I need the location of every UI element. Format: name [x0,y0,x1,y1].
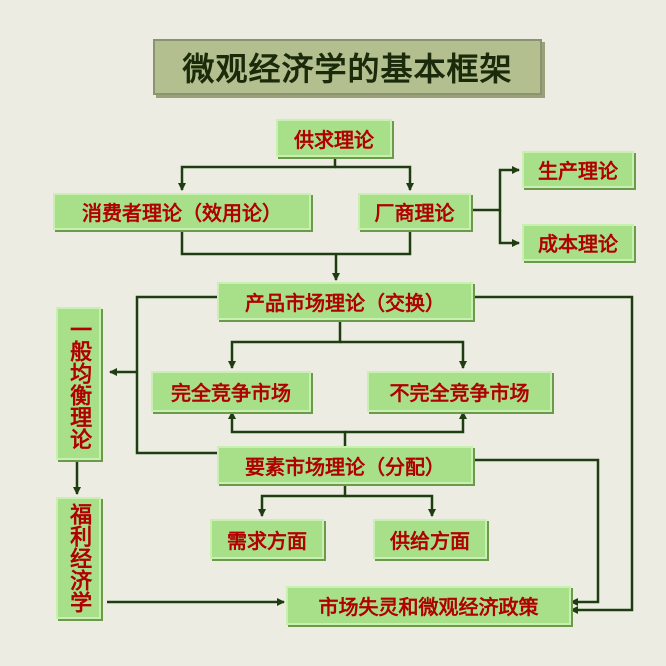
arrow-product-to-perfect [228,320,342,369]
box-product-market: 产品市场理论（交换） [217,282,473,320]
arrow-product-to-failure [473,295,634,614]
arrow-supply-to-consumer [178,157,337,191]
arrow-factor-to-supply [345,494,436,517]
arrow-product-to-imperfect [340,340,467,369]
box-cost-theory: 成本理论 [522,224,634,261]
arrow-factor-to-perfect [228,411,347,446]
arrow-supply-to-firm [335,165,414,191]
arrow-factor-to-imperfect [345,411,467,434]
page-title: 微观经济学的基本框架 [153,39,542,95]
box-imperfect-competition: 不完全竞争市场 [367,371,552,412]
box-production-theory: 生产理论 [522,151,634,188]
arrow-firm-to-production [471,166,520,212]
box-welfare-economics: 福利经济学 [56,497,101,619]
box-supply-demand: 供求理论 [276,119,392,157]
line-consumer-down [180,230,412,256]
box-perfect-competition: 完全竞争市场 [151,371,311,412]
arrow-factor-to-failure [473,458,600,606]
box-consumer-theory: 消费者理论（效用论） [53,193,311,230]
box-demand-side: 需求方面 [210,519,324,559]
box-firm-theory: 厂商理论 [358,193,471,230]
arrow-firm-to-cost [498,210,520,247]
line-product-left [135,295,217,455]
box-general-equilibrium: 一般均衡理论 [56,307,101,460]
arrow-factor-to-demand [258,484,347,517]
box-market-failure: 市场失灵和微观经济政策 [286,586,571,625]
box-factor-market: 要素市场理论（分配） [217,446,473,484]
box-supply-side: 供给方面 [373,519,487,559]
